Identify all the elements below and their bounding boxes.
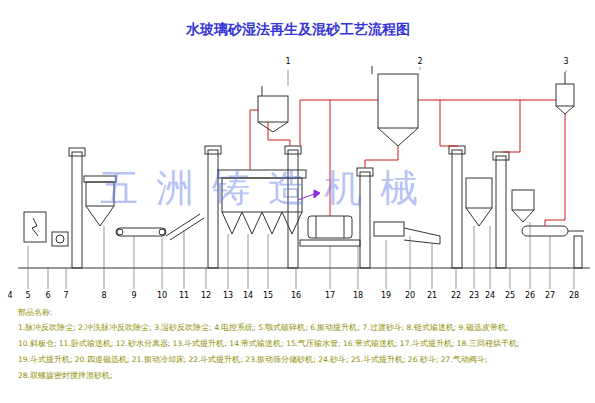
callout-number: 7	[62, 292, 69, 301]
callout-number: 5	[24, 292, 31, 301]
callout-number: 9	[130, 292, 137, 301]
parts-list-line: 部品名称:	[18, 309, 53, 317]
leader-line	[206, 268, 207, 289]
leader-line	[474, 226, 475, 289]
callout-number: 25	[504, 292, 516, 301]
callout-number: 1	[284, 58, 291, 67]
callout-number: 12	[200, 292, 212, 301]
leader-line	[432, 244, 433, 289]
callout-number: 2	[416, 58, 423, 67]
leader-line	[66, 268, 67, 289]
leader-line	[566, 70, 567, 72]
leader-line	[510, 268, 511, 289]
callout-number: 27	[544, 292, 556, 301]
callout-number: 14	[242, 292, 254, 301]
leader-line	[28, 246, 29, 289]
leader-line	[530, 222, 531, 289]
leader-line	[296, 268, 297, 289]
callout-number: 8	[100, 292, 107, 301]
leader-line	[330, 246, 331, 289]
leader-line	[550, 236, 551, 289]
leader-line	[134, 236, 135, 289]
leader-line	[490, 226, 491, 289]
callout-number: 11	[178, 292, 190, 301]
callout-number: 28	[568, 292, 580, 301]
leader-line	[456, 268, 457, 289]
callout-number: 23	[468, 292, 480, 301]
parts-list-line: 10.斜板仓; 11.卧式输送机; 12.砂水分离器; 13.斗式提升机; 14…	[18, 340, 519, 348]
parts-list-line: 1.脉冲反吹除尘; 2.冲洗脉冲反吹除尘; 3.湿砂反吹除尘; 4.电控系统; …	[18, 324, 508, 332]
callout-number: 26	[524, 292, 536, 301]
parts-list-line: 28.双螺旋密封搅拌混砂机;	[18, 372, 112, 380]
callout-number: 21	[426, 292, 438, 301]
leader-line	[358, 246, 359, 289]
callout-number: 15	[262, 292, 274, 301]
leader-line	[248, 234, 249, 289]
leader-line	[162, 234, 163, 289]
callout-number: 6	[44, 292, 51, 301]
parts-list-line: 19.斗式提升机; 20.四道磁选机; 21.振动冷却床; 22.斗式提升机; …	[18, 356, 487, 364]
leader-line	[104, 226, 105, 289]
callout-number: 22	[450, 292, 462, 301]
leader-line	[228, 234, 229, 289]
leader-line	[288, 70, 289, 86]
watermark: 五洲铸造机械	[100, 168, 436, 210]
callout-number: 13	[222, 292, 234, 301]
leader-line	[268, 234, 269, 289]
callout-number: 19	[380, 292, 392, 301]
leader-line	[574, 268, 575, 289]
callout-number: 4	[6, 292, 13, 301]
callout-number: 3	[562, 58, 569, 67]
leader-line	[184, 230, 185, 289]
leader-line	[410, 236, 411, 289]
callout-number: 18	[352, 292, 364, 301]
leader-line	[48, 268, 49, 289]
callout-number: 10	[156, 292, 168, 301]
callout-number: 16	[290, 292, 302, 301]
leader-line	[386, 240, 387, 289]
diagram-title: 水玻璃砂湿法再生及混砂工艺流程图	[186, 22, 410, 37]
callout-number: 20	[404, 292, 416, 301]
callout-number: 17	[324, 292, 336, 301]
callout-number: 24	[484, 292, 496, 301]
